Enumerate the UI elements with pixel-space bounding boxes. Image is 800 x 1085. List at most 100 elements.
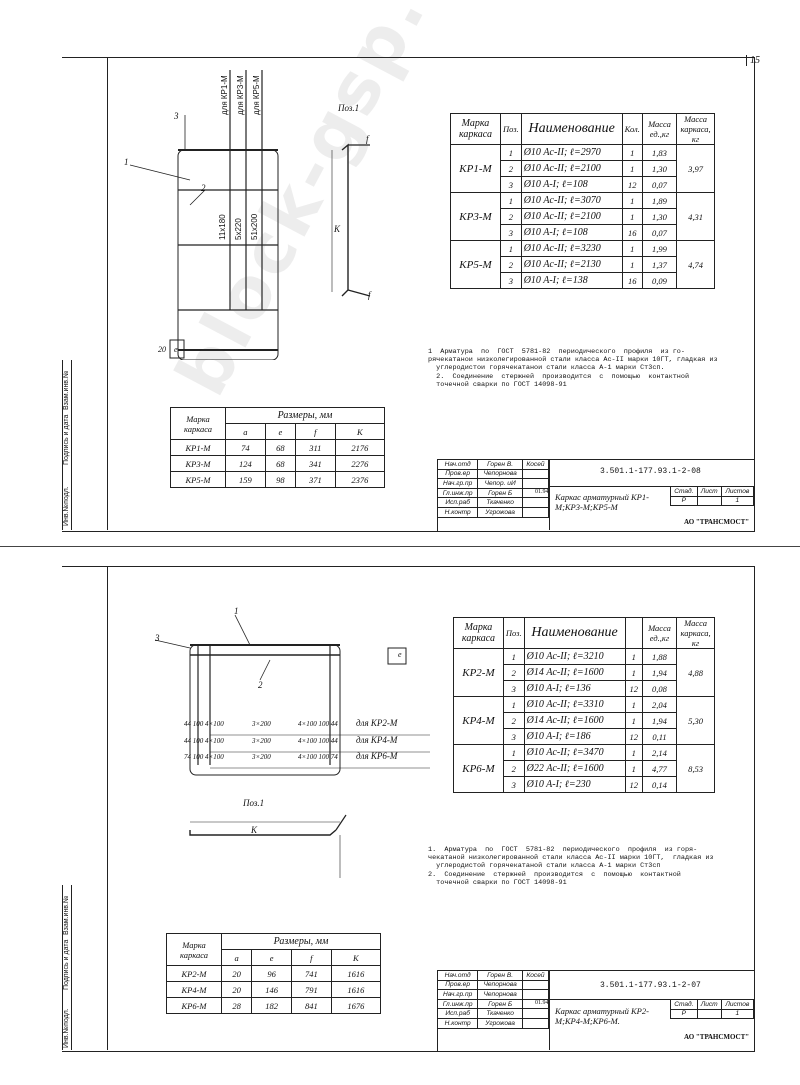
stamp-role: Нач.отд <box>436 459 479 470</box>
sizes-value: 159 <box>225 471 266 488</box>
spec2-h-qty <box>624 617 643 649</box>
sheet2-value <box>696 1008 722 1020</box>
spec-mass: 1,99 <box>641 240 678 257</box>
stamp-person: Чепорнова <box>477 468 523 480</box>
page-number: 15 <box>746 55 760 66</box>
spec-mark: КР3-М <box>450 192 501 241</box>
sizes-value: 182 <box>251 997 292 1014</box>
spec-pos: 1 <box>502 696 525 713</box>
spec-name: Ø10 A-I; ℓ=108 <box>520 224 623 241</box>
sheet-1-section-label: 20 <box>158 345 166 354</box>
sheet-divider <box>0 546 800 547</box>
sizes-value: 68 <box>264 439 296 456</box>
spec-mass: 1,83 <box>641 144 678 161</box>
sheet-2-strip-label-1: Взам.инв.№ <box>63 895 70 935</box>
dim-mid: 3×200 <box>252 737 271 745</box>
sheet-2-section-e: e <box>398 650 402 659</box>
dim-right: 4×100 100 74 <box>298 753 338 761</box>
stamp-person: Угрожова <box>477 506 523 518</box>
spec-name: Ø10 A-I; ℓ=138 <box>520 272 623 289</box>
spec-qty: 1 <box>624 744 643 761</box>
sheet-2-callout-3: 3 <box>155 633 160 643</box>
spec-pos: 1 <box>502 744 525 761</box>
sheet-1-pos-label: Поз.1 <box>338 103 360 113</box>
spec-qty: 1 <box>621 192 643 209</box>
spec-name: Ø10 Аc-II; ℓ=3470 <box>523 744 626 761</box>
stamp-role: Н.контр <box>436 1017 479 1029</box>
stamp-role: Исп.раб <box>436 1008 479 1019</box>
spec-mass: 1,94 <box>641 712 678 729</box>
stamp-signature: Косей <box>521 970 550 981</box>
spec-name: Ø10 A-I; ℓ=136 <box>523 680 626 697</box>
sheet-1-section-e: e <box>174 345 178 354</box>
spec-mass: 1,88 <box>641 648 678 665</box>
spec-pos: 2 <box>502 664 525 681</box>
spec-name: Ø10 Аc-II; ℓ=2970 <box>520 144 623 161</box>
stage2-label: Стад. <box>670 999 698 1010</box>
spec-pos: 2 <box>499 208 522 225</box>
spec-name: Ø10 A-I; ℓ=186 <box>523 728 626 745</box>
sizes-value: 371 <box>294 471 336 488</box>
spec-mass: 0,07 <box>641 176 678 193</box>
sizes-value: 74 <box>225 439 266 456</box>
sheet-2-drawing <box>154 614 430 878</box>
sizes-value: 2376 <box>334 471 386 488</box>
spec-mass: 0,11 <box>641 728 678 745</box>
stamp-signature <box>521 478 550 489</box>
spec2-h-pos: Поз. <box>502 617 525 649</box>
stamp-signature: Косей <box>521 459 550 470</box>
sheet-1-f-dim-bottom: f <box>368 290 371 300</box>
sheet-1-stage-table: Стад. Лист Листов Р 1 <box>670 486 755 507</box>
sheet-1-notes: 1 Арматура по ГОСТ 5781-82 периодическог… <box>428 348 718 389</box>
spec-mass: 0,09 <box>641 272 678 289</box>
stamp-role: Нач.гр.пр <box>436 478 479 489</box>
sizes-mark: КР5-М <box>170 471 226 488</box>
sheet-1-left-strip <box>62 360 72 530</box>
spec-qty: 1 <box>624 648 643 665</box>
spec-mass: 1,37 <box>641 256 678 273</box>
spec-mass: 4,77 <box>641 760 678 777</box>
stage-value: Р <box>670 495 698 507</box>
sheet-1-strip-label-2: Подпись и дата <box>63 414 70 465</box>
spec-qty: 1 <box>621 144 643 161</box>
sizes-value: 124 <box>225 455 266 472</box>
sheet-2-strip-label-3: Инв.№подл. <box>63 1008 70 1048</box>
sizes-h-f: f <box>294 423 336 440</box>
sheet-1-doc-code: 3.501.1-177.93.1-2-08 <box>600 467 701 476</box>
spec-h-pos: Поз. <box>499 113 522 145</box>
sheet-1-spec-table: Марка каркаса Поз. Наименование Кол. Мас… <box>450 113 715 289</box>
stamp-person: Чепор. иИ <box>477 478 523 489</box>
stamp-signature <box>521 1008 550 1019</box>
spec-name: Ø10 Аc-II; ℓ=3070 <box>520 192 623 209</box>
stamp-role: Нач.отд <box>436 970 479 981</box>
sizes-value: 341 <box>294 455 336 472</box>
sheet-2-k-dim: К <box>251 825 257 835</box>
sheet-1-date: 01.94 <box>535 489 549 495</box>
sheet-1-for-kr1: для КР1-М <box>220 75 229 115</box>
sheet-1-frame <box>62 57 755 532</box>
spec-mass: 1,89 <box>641 192 678 209</box>
spec2-h-total: Масса каркаса, кг <box>676 617 715 649</box>
sizes2-h-f: f <box>290 949 332 966</box>
sizes-value: 2276 <box>334 455 386 472</box>
sheet-1-for-kr3: для КР3-М <box>236 75 245 115</box>
spec-qty: 12 <box>624 728 643 745</box>
dim-right: 4×100 100 44 <box>298 720 338 728</box>
